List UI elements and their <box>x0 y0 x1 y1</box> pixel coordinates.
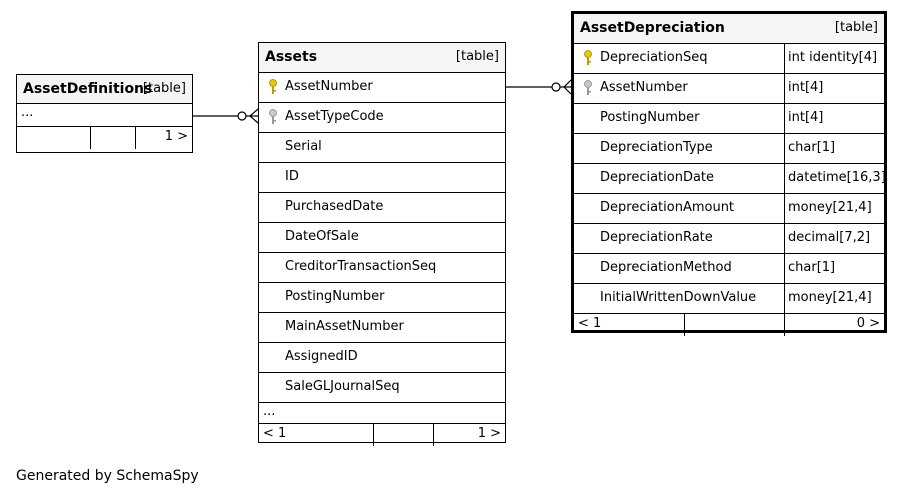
table-kind: [table] <box>834 20 878 35</box>
column-name: DepreciationAmount <box>600 200 735 215</box>
parent-count: < 1 <box>578 316 602 331</box>
column-row[interactable]: PurchasedDate <box>259 193 505 223</box>
column-row[interactable]: DepreciationAmount money[21,4] <box>574 194 884 224</box>
table-header: AssetDefinitions [table] <box>17 75 192 104</box>
table-header: Assets [table] <box>259 43 505 73</box>
column-row[interactable]: AssetNumber <box>259 73 505 103</box>
column-row[interactable]: MainAssetNumber <box>259 313 505 343</box>
column-name: DateOfSale <box>285 229 359 244</box>
column-row[interactable]: CreditorTransactionSeq <box>259 253 505 283</box>
table-assetdefinitions[interactable]: AssetDefinitions [table] ... 1 > <box>16 74 193 153</box>
column-row[interactable]: Serial <box>259 133 505 163</box>
table-assetdepreciation[interactable]: AssetDepreciation [table] DepreciationSe… <box>571 11 887 336</box>
column-type: char[1] <box>784 254 884 283</box>
table-name: AssetDepreciation <box>580 20 725 36</box>
parent-count: < 1 <box>263 426 287 441</box>
column-row[interactable]: DepreciationMethod char[1] <box>574 254 884 284</box>
column-type: int identity[4] <box>784 44 884 73</box>
column-name: Serial <box>285 139 322 154</box>
table-assets[interactable]: Assets [table] AssetNumber AssetTypeCode… <box>258 42 506 446</box>
footer-cell <box>90 127 91 149</box>
more-columns: ... <box>259 403 505 424</box>
column-row[interactable]: DepreciationDate datetime[16,3] <box>574 164 886 194</box>
table-kind: [table] <box>142 81 186 96</box>
column-row[interactable]: SaleGLJournalSeq <box>259 373 505 403</box>
child-count: 0 > <box>856 316 880 331</box>
table-footer: < 1 1 > <box>259 424 505 446</box>
column-name: PostingNumber <box>285 289 385 304</box>
footer-cell <box>373 424 374 446</box>
relationship-assets-assetdepreciation <box>506 79 572 95</box>
column-name: DepreciationRate <box>600 230 713 245</box>
foreign-key-icon <box>583 80 593 96</box>
column-type: money[21,4] <box>784 194 884 223</box>
footer-cell <box>135 127 136 149</box>
column-row[interactable]: AssetNumber int[4] <box>574 74 884 104</box>
column-type: char[1] <box>784 134 884 163</box>
column-name: DepreciationMethod <box>600 260 732 275</box>
column-name: InitialWrittenDownValue <box>600 290 757 305</box>
column-name: CreditorTransactionSeq <box>285 259 437 274</box>
column-name: ID <box>285 169 299 184</box>
table-name: Assets <box>265 49 318 65</box>
column-name: PurchasedDate <box>285 199 384 214</box>
column-row[interactable]: InitialWrittenDownValue money[21,4] <box>574 284 884 314</box>
column-row[interactable]: DepreciationType char[1] <box>574 134 884 164</box>
column-name: AssetNumber <box>285 79 373 94</box>
column-name: AssetNumber <box>600 80 688 95</box>
column-name: SaleGLJournalSeq <box>285 379 400 394</box>
column-row[interactable]: AssignedID <box>259 343 505 373</box>
column-name: DepreciationType <box>600 140 713 155</box>
column-name: PostingNumber <box>600 110 700 125</box>
column-row[interactable]: AssetTypeCode <box>259 103 505 133</box>
relationship-assetdefinitions-assets <box>193 108 259 124</box>
column-row[interactable]: DateOfSale <box>259 223 505 253</box>
primary-key-icon <box>268 79 278 95</box>
footer-cell <box>784 314 785 336</box>
column-type: money[21,4] <box>784 284 884 313</box>
table-name: AssetDefinitions <box>23 81 153 97</box>
footer-cell <box>433 424 434 446</box>
column-name: AssetTypeCode <box>285 109 384 124</box>
column-row[interactable]: DepreciationSeq int identity[4] <box>574 44 884 74</box>
table-footer: 1 > <box>17 127 192 149</box>
table-kind: [table] <box>455 49 499 64</box>
column-name: MainAssetNumber <box>285 319 404 334</box>
column-row[interactable]: DepreciationRate decimal[7,2] <box>574 224 884 254</box>
child-count: 1 > <box>164 129 188 144</box>
more-columns: ... <box>17 104 192 127</box>
ellipsis-text: ... <box>263 404 276 419</box>
generator-caption: Generated by SchemaSpy <box>16 468 199 484</box>
column-type: datetime[16,3] <box>784 164 886 193</box>
column-type: decimal[7,2] <box>784 224 884 253</box>
column-row[interactable]: PostingNumber <box>259 283 505 313</box>
table-header: AssetDepreciation [table] <box>574 14 884 44</box>
child-count: 1 > <box>477 426 501 441</box>
column-name: DepreciationDate <box>600 170 715 185</box>
column-type: int[4] <box>784 74 884 103</box>
primary-key-icon <box>583 50 593 66</box>
column-name: DepreciationSeq <box>600 50 708 65</box>
column-row[interactable]: PostingNumber int[4] <box>574 104 884 134</box>
ellipsis-text: ... <box>21 105 34 120</box>
column-row[interactable]: ID <box>259 163 505 193</box>
column-name: AssignedID <box>285 349 358 364</box>
foreign-key-icon <box>268 109 278 125</box>
column-type: int[4] <box>784 104 884 133</box>
table-footer: < 1 0 > <box>574 314 884 336</box>
footer-cell <box>684 314 685 336</box>
